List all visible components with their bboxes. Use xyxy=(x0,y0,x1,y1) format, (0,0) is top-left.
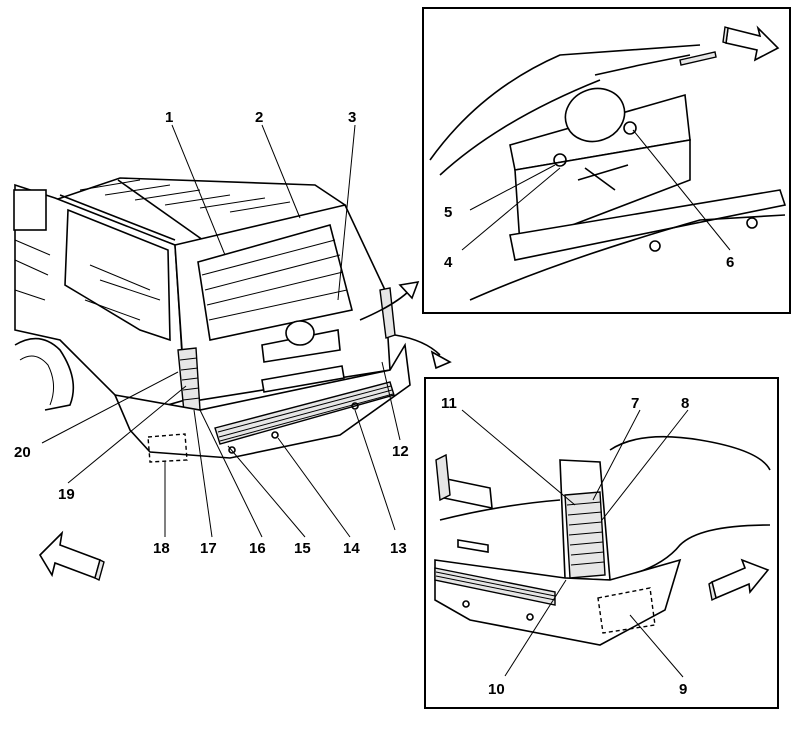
callout-12: 12 xyxy=(392,443,409,460)
bottom-inset-panel xyxy=(424,377,779,709)
main-leader-lines xyxy=(41,124,401,538)
callout-16: 16 xyxy=(249,540,266,557)
callout-17: 17 xyxy=(200,540,217,557)
callout-11: 11 xyxy=(441,395,457,412)
callout-13: 13 xyxy=(390,540,407,557)
callout-3: 3 xyxy=(348,109,356,126)
callout-arrow-icon xyxy=(430,350,452,370)
direction-arrow-icon xyxy=(722,25,780,62)
callout-15: 15 xyxy=(294,540,311,557)
callout-1: 1 xyxy=(165,109,173,126)
callout-2: 2 xyxy=(255,109,263,126)
callout-19: 19 xyxy=(58,486,75,503)
callout-14: 14 xyxy=(343,540,360,557)
vehicle-body xyxy=(13,177,411,463)
callout-7: 7 xyxy=(631,395,639,412)
callout-9: 9 xyxy=(679,681,687,698)
callout-20: 20 xyxy=(14,444,31,461)
callout-8: 8 xyxy=(681,395,689,412)
direction-arrow-icon xyxy=(38,530,105,582)
callout-5: 5 xyxy=(444,204,452,221)
direction-arrow-icon xyxy=(708,558,770,602)
inset-link-curve-bottom xyxy=(394,334,441,356)
top-inset-panel xyxy=(422,7,791,314)
callout-10: 10 xyxy=(488,681,505,698)
callout-6: 6 xyxy=(726,254,734,271)
callout-arrow-icon xyxy=(398,280,420,300)
callout-4: 4 xyxy=(444,254,453,271)
callout-18: 18 xyxy=(153,540,170,557)
